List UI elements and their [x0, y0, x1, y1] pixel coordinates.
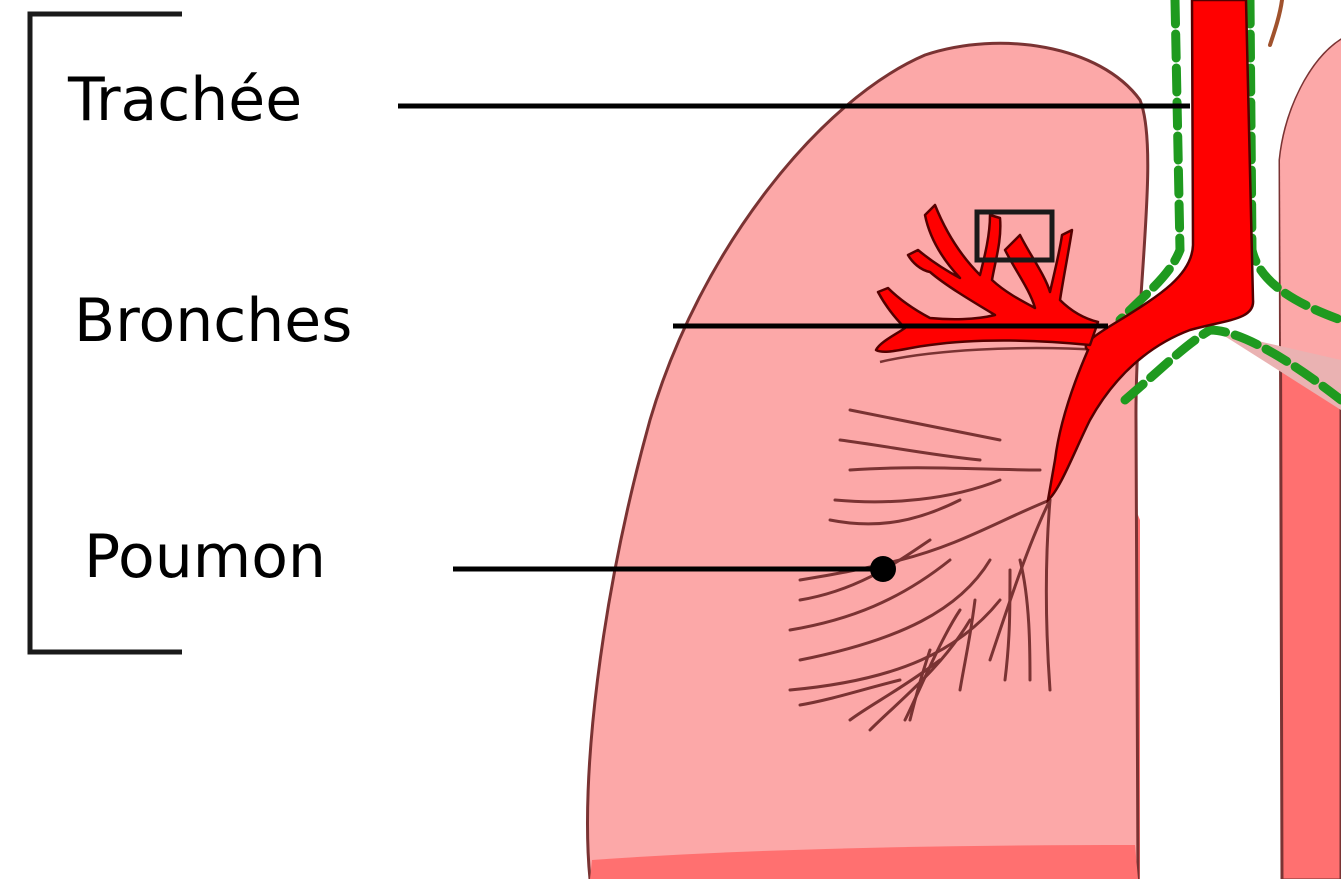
- lung-leader-dot: [870, 556, 896, 582]
- bronchi-label: Bronches: [74, 291, 352, 351]
- trachea-label: Trachée: [68, 70, 302, 130]
- lung-label: Poumon: [84, 527, 326, 587]
